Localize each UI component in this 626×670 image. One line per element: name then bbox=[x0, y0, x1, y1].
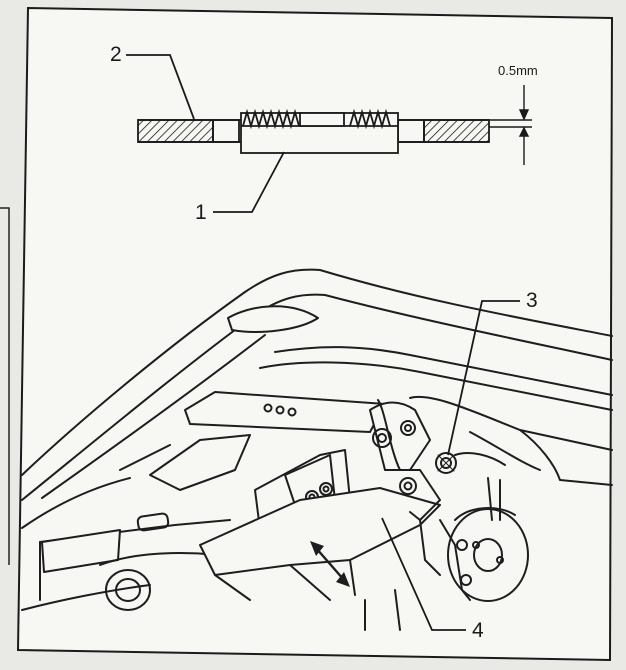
throat-plate-right bbox=[423, 119, 490, 143]
feed-dog-teeth bbox=[242, 108, 391, 130]
callout-4: 4 bbox=[472, 619, 484, 642]
machine-illustration bbox=[21, 268, 613, 631]
callout-2: 2 bbox=[110, 43, 122, 66]
callout-1: 1 bbox=[195, 201, 207, 224]
cross-section-view bbox=[137, 85, 532, 165]
leader-line-4 bbox=[381, 517, 466, 631]
throat-plate-left bbox=[137, 119, 214, 143]
leader-line-2 bbox=[126, 54, 195, 120]
dimension-label: 0.5mm bbox=[498, 63, 538, 78]
callout-3: 3 bbox=[526, 289, 538, 312]
paper-sheet bbox=[16, 6, 614, 662]
leader-line-1 bbox=[213, 151, 285, 213]
left-frame-line bbox=[0, 207, 10, 565]
leader-line-3 bbox=[447, 300, 520, 456]
dimension-lines bbox=[489, 85, 532, 165]
